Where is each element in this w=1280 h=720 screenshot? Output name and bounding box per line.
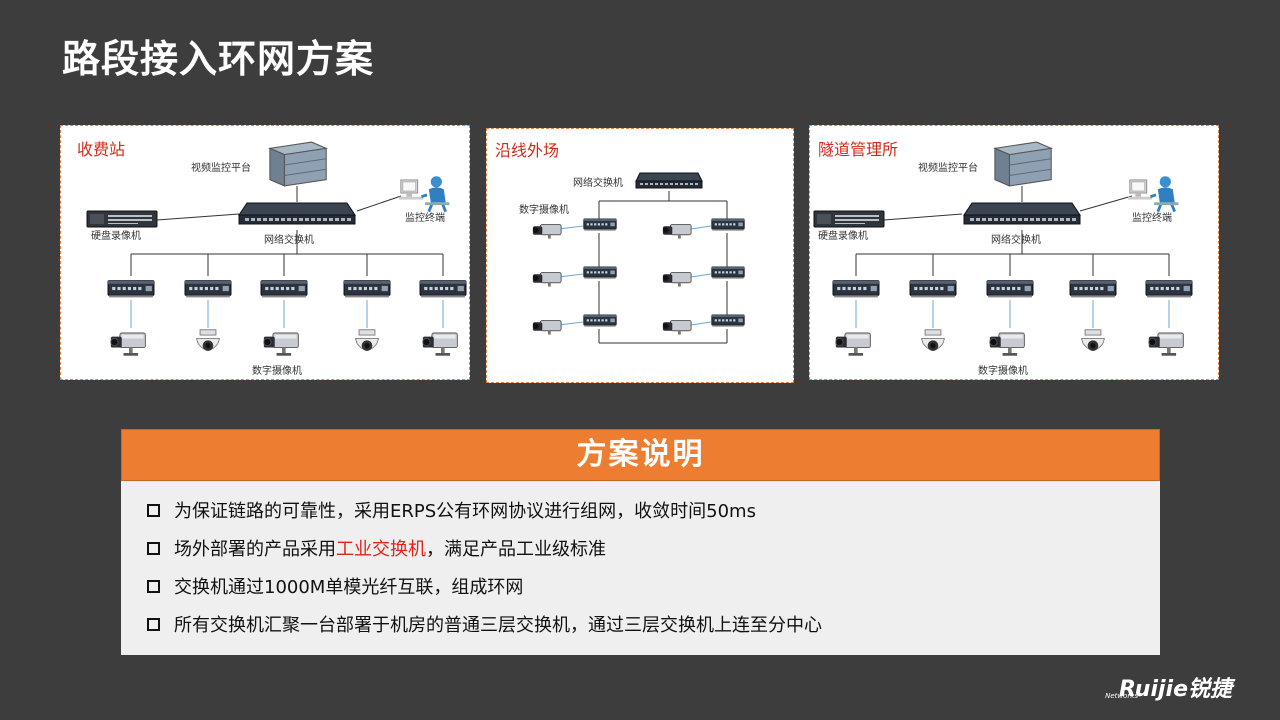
checkbox-bullet-icon bbox=[147, 541, 160, 555]
bullet-text: 为保证链路的可靠性，采用ERPS公有环网协议进行组网，收敛时间50ms bbox=[174, 501, 756, 522]
box-camera-icon bbox=[989, 332, 1025, 357]
camera-label: 数字摄像机 bbox=[519, 205, 569, 216]
computer-operator-icon bbox=[399, 174, 451, 212]
list-item: 场外部署的产品采用工业交换机，满足产品工业级标准 bbox=[147, 529, 1160, 567]
panel-tunnel: 隧道管理所 视频监控平台 硬盘录像机 网络交换机 监控终端 数字摄像机 bbox=[809, 125, 1219, 380]
field-camera-links bbox=[558, 225, 712, 326]
switch-icon bbox=[583, 218, 617, 232]
box-camera-icon bbox=[662, 319, 692, 336]
camera-label: 数字摄像机 bbox=[252, 366, 302, 377]
dome-camera-icon bbox=[921, 329, 945, 352]
checkbox-bullet-icon bbox=[147, 503, 160, 517]
switch-icon bbox=[107, 280, 155, 298]
switch-icon bbox=[238, 202, 356, 225]
bullet-highlight: 工业交换机 bbox=[336, 539, 426, 560]
bullet-text: 所有交换机汇聚一台部署于机房的普通三层交换机，通过三层交换机上连至分中心 bbox=[174, 615, 822, 636]
box-camera-icon bbox=[835, 332, 871, 357]
box-camera-icon bbox=[662, 223, 692, 240]
switch-icon bbox=[1069, 280, 1117, 298]
list-item: 交换机通过1000M单模光纤互联，组成环网 bbox=[147, 567, 1160, 605]
switch-icon bbox=[583, 266, 617, 280]
bullet-text-pre: 场外部署的产品采用 bbox=[174, 539, 336, 560]
box-camera-icon bbox=[532, 271, 562, 288]
page-title: 路段接入环网方案 bbox=[62, 37, 375, 81]
switch-icon bbox=[711, 314, 745, 328]
nvr-label: 硬盘录像机 bbox=[91, 231, 141, 242]
panel-title: 隧道管理所 bbox=[818, 140, 899, 159]
toll-camera-links bbox=[130, 300, 444, 328]
dome-camera-icon bbox=[355, 329, 379, 352]
switch-label: 网络交换机 bbox=[573, 178, 623, 189]
bullet-text: 交换机通过1000M单模光纤互联，组成环网 bbox=[174, 577, 524, 598]
switch-icon bbox=[343, 280, 391, 298]
switch-icon bbox=[260, 280, 308, 298]
switch-icon bbox=[963, 202, 1081, 225]
camera-label: 数字摄像机 bbox=[978, 366, 1028, 377]
terminal-label: 监控终端 bbox=[1132, 213, 1172, 224]
description-header: 方案说明 bbox=[121, 429, 1160, 481]
switch-icon bbox=[1145, 280, 1193, 298]
checkbox-bullet-icon bbox=[147, 579, 160, 593]
checkbox-bullet-icon bbox=[147, 617, 160, 631]
tunnel-camera-links bbox=[855, 300, 1170, 328]
box-camera-icon bbox=[662, 271, 692, 288]
description-body: 为保证链路的可靠性，采用ERPS公有环网协议进行组网，收敛时间50ms 场外部署… bbox=[121, 481, 1160, 655]
nvr-label: 硬盘录像机 bbox=[818, 231, 868, 242]
list-item: 所有交换机汇聚一台部署于机房的普通三层交换机，通过三层交换机上连至分中心 bbox=[147, 605, 1160, 643]
bullet-text-post: ，满足产品工业级标准 bbox=[426, 539, 606, 560]
toll-links bbox=[130, 186, 444, 276]
box-camera-icon bbox=[1148, 332, 1184, 357]
server-icon bbox=[994, 141, 1052, 187]
dome-camera-icon bbox=[1081, 329, 1105, 352]
switch-icon bbox=[832, 280, 880, 298]
panel-toll-station: 收费站 视频监控平台 硬盘录像机 网络交换机 监控终端 数字摄像机 bbox=[60, 125, 470, 380]
panel-title: 沿线外场 bbox=[495, 141, 560, 160]
platform-label: 视频监控平台 bbox=[191, 163, 251, 174]
bullet-text: 场外部署的产品采用工业交换机，满足产品工业级标准 bbox=[174, 535, 606, 561]
switch-icon bbox=[635, 172, 703, 189]
switch-label: 网络交换机 bbox=[991, 235, 1041, 246]
panel-field: 沿线外场 网络交换机 数字摄像机 bbox=[486, 128, 794, 383]
toll-station-diagram bbox=[86, 141, 467, 357]
switch-icon bbox=[909, 280, 957, 298]
field-ring-links bbox=[598, 191, 728, 344]
terminal-label: 监控终端 bbox=[405, 213, 445, 224]
server-icon bbox=[269, 141, 327, 187]
switch-label: 网络交换机 bbox=[264, 235, 314, 246]
box-camera-icon bbox=[110, 332, 146, 357]
box-camera-icon bbox=[263, 332, 299, 357]
logo-subtitle: Networks bbox=[1105, 692, 1138, 700]
ruijie-logo: Ruijie锐捷 bbox=[1119, 677, 1232, 702]
dome-camera-icon bbox=[196, 329, 220, 352]
switch-icon bbox=[711, 218, 745, 232]
box-camera-icon bbox=[422, 332, 458, 357]
switch-icon bbox=[184, 280, 232, 298]
platform-label: 视频监控平台 bbox=[918, 163, 978, 174]
panel-title: 收费站 bbox=[77, 140, 126, 159]
switch-icon bbox=[583, 314, 617, 328]
nvr-icon bbox=[813, 210, 885, 228]
computer-operator-icon bbox=[1128, 174, 1180, 212]
box-camera-icon bbox=[532, 319, 562, 336]
switch-icon bbox=[711, 266, 745, 280]
switch-icon bbox=[986, 280, 1034, 298]
list-item: 为保证链路的可靠性，采用ERPS公有环网协议进行组网，收敛时间50ms bbox=[147, 491, 1160, 529]
box-camera-icon bbox=[532, 223, 562, 240]
tunnel-diagram bbox=[813, 141, 1193, 357]
switch-icon bbox=[419, 280, 467, 298]
field-diagram bbox=[532, 172, 745, 344]
tunnel-links bbox=[855, 186, 1170, 276]
nvr-icon bbox=[86, 210, 158, 228]
